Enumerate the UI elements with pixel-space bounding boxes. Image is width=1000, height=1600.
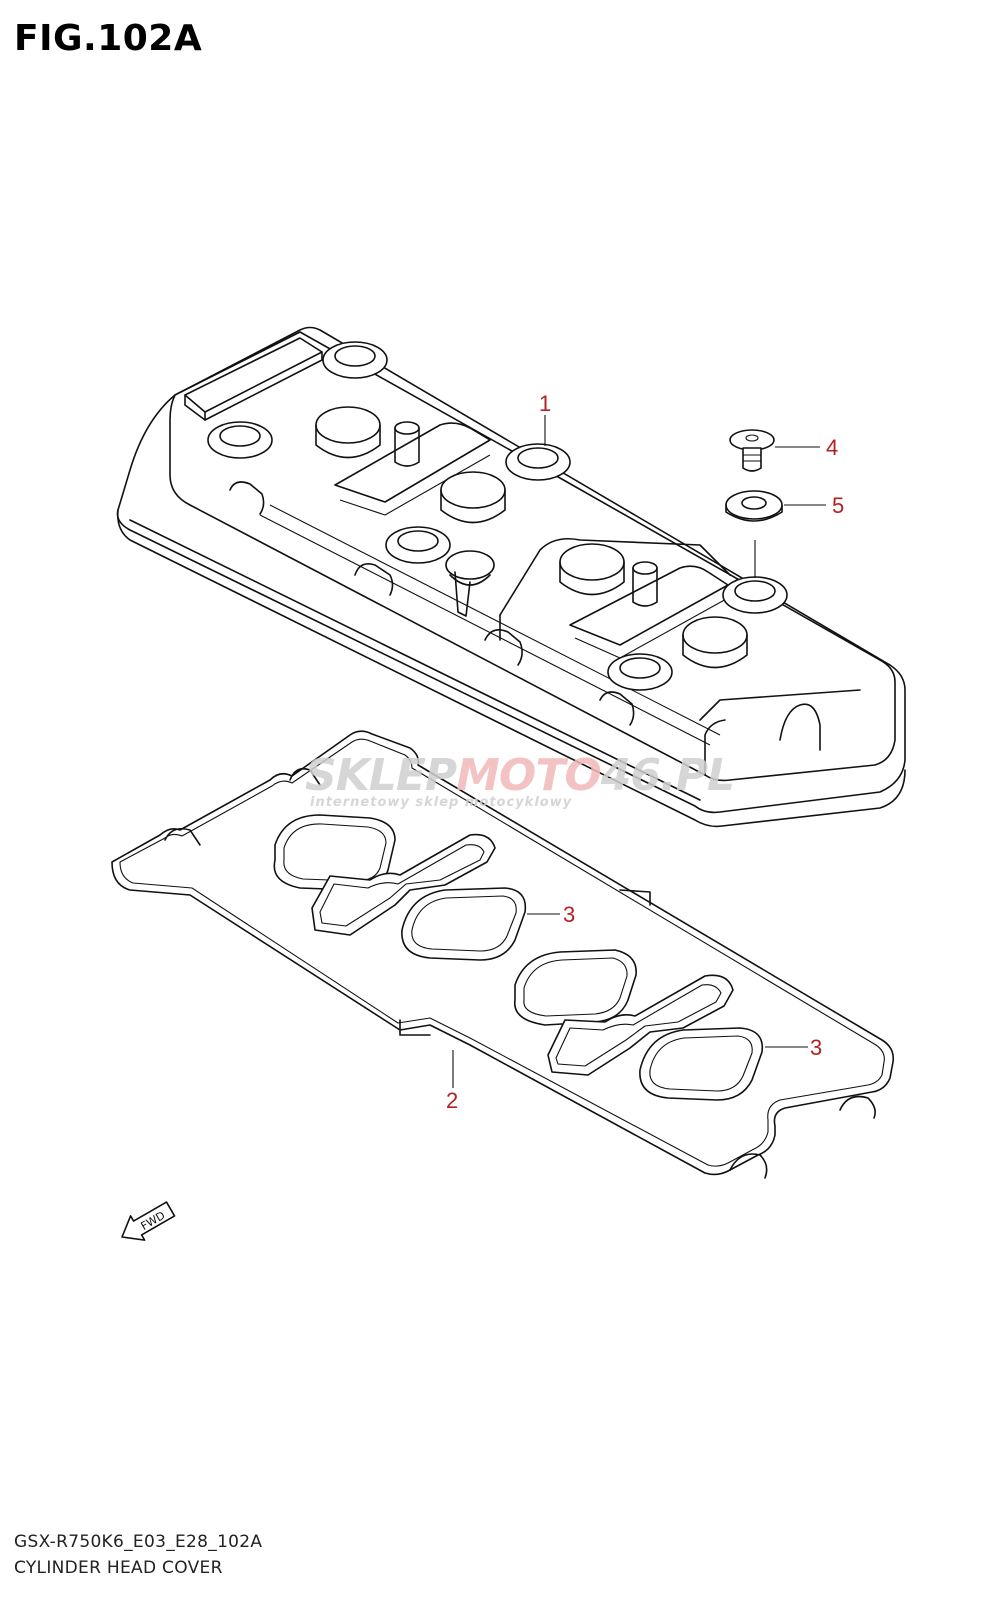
plug-hole-gasket-front[interactable]	[273, 814, 527, 961]
leader-lines	[452, 415, 826, 1088]
cover-washer[interactable]	[725, 490, 783, 522]
figure-title: FIG.102A	[14, 18, 203, 59]
callout-1: 1	[539, 391, 551, 416]
cylinder-head-cover[interactable]	[116, 326, 906, 828]
callout-5: 5	[832, 493, 844, 518]
section-name: CYLINDER HEAD COVER	[14, 1558, 223, 1578]
callout-4: 4	[826, 435, 838, 460]
watermark-brand-1: SKLEP	[305, 750, 457, 801]
watermark: SKLEPMOTO46.PL internetowy sklep motocyk…	[305, 750, 735, 810]
callout-3-rear: 3	[810, 1035, 822, 1060]
fwd-arrow-icon: FWD	[121, 1201, 176, 1241]
watermark-brand-2: MOTO	[456, 750, 601, 801]
watermark-brand-3: 46.PL	[600, 750, 734, 801]
plug-hole-gasket-rear[interactable]	[514, 949, 764, 1101]
cover-bolt[interactable]	[729, 429, 775, 472]
svg-text:SKLEPMOTO46.PL: SKLEPMOTO46.PL	[305, 750, 734, 801]
spark-plug-bosses	[207, 341, 788, 691]
watermark-tagline: internetowy sklep motocyklowy	[310, 795, 572, 810]
callout-3-front: 3	[563, 902, 575, 927]
model-code: GSX-R750K6_E03_E28_102A	[14, 1532, 263, 1552]
callout-2: 2	[446, 1088, 458, 1113]
